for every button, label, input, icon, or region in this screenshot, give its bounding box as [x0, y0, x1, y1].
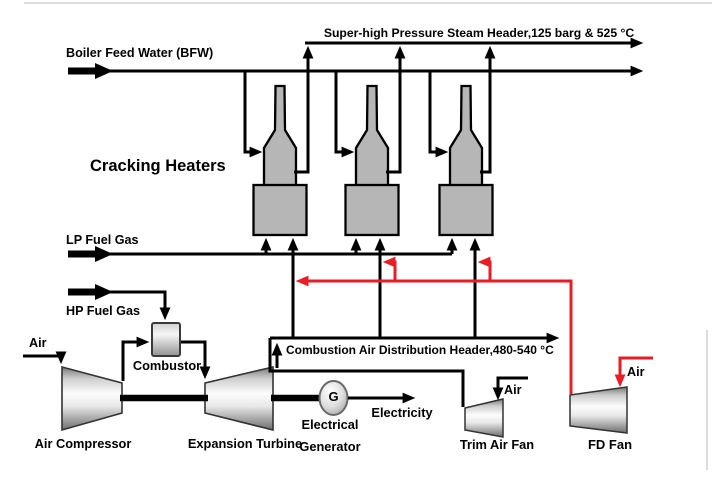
compressor-discharge-line	[121, 336, 150, 381]
lp-fuel-label: LP Fuel Gas	[66, 233, 139, 247]
fd-fan-air-inlet-line	[614, 356, 653, 388]
fd-fan-shape	[569, 386, 628, 434]
cracking-heater-1	[252, 84, 308, 237]
page-edge-top	[24, 2, 712, 4]
generator-symbol: G	[328, 389, 339, 404]
hp-fuel-feed-arrow	[68, 284, 113, 300]
combustor-label: Combustor	[132, 358, 202, 373]
compressor-air-label: Air	[29, 336, 47, 350]
fd-air-jog-3	[477, 256, 492, 281]
bfw-branch-1	[243, 71, 263, 158]
compressor-air-inlet-line	[23, 351, 67, 365]
cracking-heater-3	[438, 84, 494, 237]
combustion-air-header-label: Combustion Air Distribution Header,480-5…	[286, 343, 554, 357]
bfw-label: Boiler Feed Water (BFW)	[66, 46, 214, 60]
bfw-feed-arrow	[68, 63, 113, 79]
electrical-generator-shape	[318, 380, 349, 416]
trim-fan-air-inlet-line	[492, 376, 528, 401]
steam-riser-1	[294, 45, 314, 174]
fd-fan-air-label: Air	[627, 365, 645, 379]
trim-fan-air-label: Air	[504, 383, 522, 397]
hp-fuel-label: HP Fuel Gas	[66, 304, 140, 318]
expansion-turbine-shape	[204, 365, 274, 432]
hp-fuel-line	[106, 290, 171, 321]
bfw-branch-3	[428, 71, 449, 158]
electrical-generator-label-line2: Generator	[299, 439, 361, 454]
fd-air-jog-2	[382, 256, 397, 281]
combustor-outlet-line	[181, 340, 211, 380]
fd-fan-discharge-line	[295, 275, 573, 394]
combustor-shape	[151, 322, 181, 357]
cracking-heater-2	[344, 84, 400, 237]
turbine-exhaust-run	[268, 338, 465, 407]
air-compressor-label: Air Compressor	[34, 436, 132, 451]
air-compressor-shape	[61, 365, 123, 432]
electrical-generator-label: Electrical Generator	[291, 414, 369, 458]
fd-fan-label: FD Fan	[587, 437, 633, 452]
trim-air-fan-label: Trim Air Fan	[459, 437, 535, 452]
cracking-heaters-label: Cracking Heaters	[90, 157, 226, 175]
steam-riser-3	[480, 45, 496, 174]
expansion-turbine-label: Expansion Turbine	[187, 436, 303, 451]
trim-air-fan-shape	[464, 398, 504, 438]
page-edge-right	[706, 330, 708, 470]
electrical-generator-label-line1: Electrical	[301, 417, 359, 432]
lp-fuel-feed-arrow	[68, 246, 113, 262]
bfw-branch-2	[334, 71, 355, 158]
steam-header-label: Super-high Pressure Steam Header,125 bar…	[323, 26, 635, 40]
electricity-label: Electricity	[371, 405, 433, 420]
steam-riser-2	[386, 45, 406, 174]
